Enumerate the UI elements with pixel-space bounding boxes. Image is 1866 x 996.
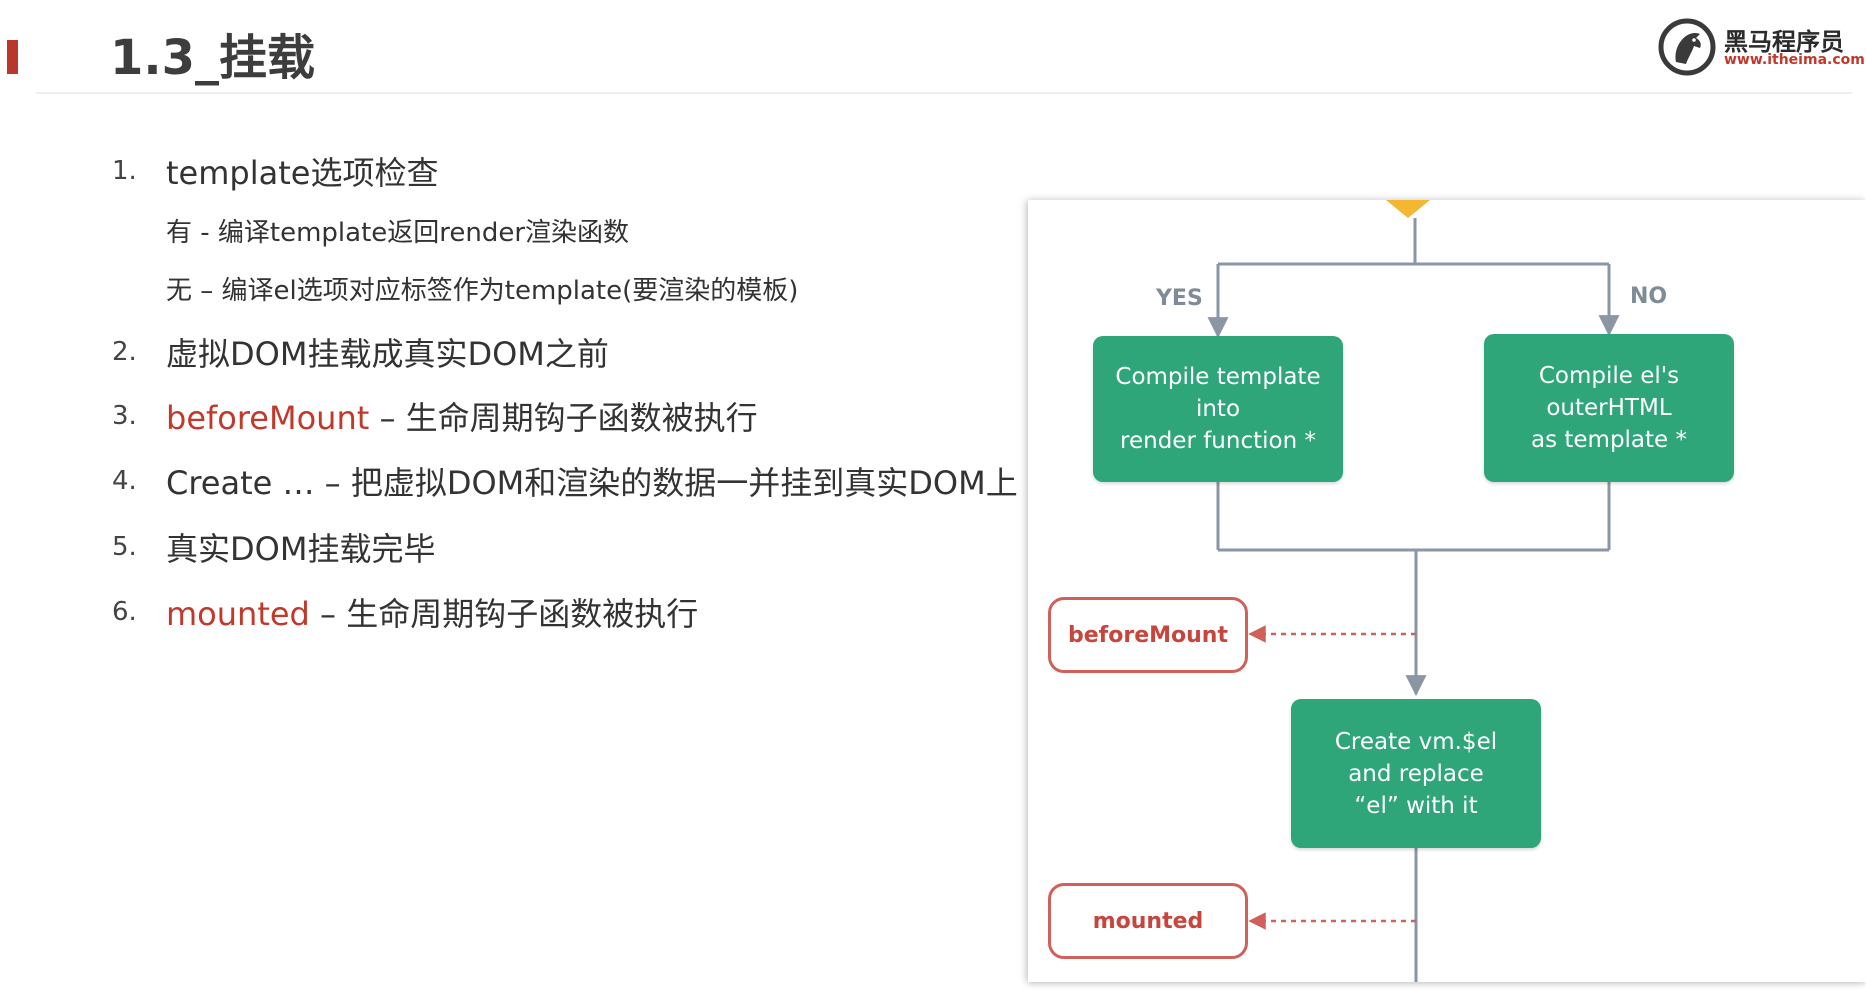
sub-item-has-template: 有 - 编译template返回render渲染函数 [166,218,630,248]
item-text: mounted – 生命周期钩子函数被执行 [166,589,698,635]
item-description: – 生命周期钩子函数被执行 [369,399,758,437]
item-text: template选项检查 [166,154,439,192]
title-accent-bar [7,40,18,74]
hook-beforeMount: beforeMount [1048,597,1248,673]
box-line: as template * [1530,427,1688,453]
item-text: 虚拟DOM挂载成真实DOM之前 [166,335,609,373]
page-title: 1.3_挂载 [110,30,316,86]
no-branch-label: NO [1630,284,1668,309]
item-text: Create … – 把虚拟DOM和渲染的数据一并挂到真实DOM上 [166,464,1018,502]
logo-url: www.itheima.com [1724,52,1865,68]
create-vm-el-box: Create vm.$el and replace “el” with it [1291,699,1541,848]
box-line: Compile el's [1538,363,1680,389]
box-line: into [1195,396,1241,422]
item-text: beforeMount – 生命周期钩子函数被执行 [166,393,758,439]
horse-head-icon [1658,18,1716,76]
box-line: Create vm.$el [1334,728,1498,755]
box-line: “el” with it [1354,792,1478,819]
compile-el-box: Compile el's outerHTML as template * [1484,334,1734,482]
item-number: 5. [112,532,137,562]
box-line: render function * [1120,428,1316,454]
sub-item-no-template: 无 – 编译el选项对应标签作为template(要渲染的模板) [166,276,799,306]
diagram-connectors [1207,200,1620,982]
yes-branch-label: YES [1156,286,1203,311]
hook-mounted: mounted [1048,883,1248,959]
item-number: 4. [112,466,137,496]
compile-template-box: Compile template into render function * [1093,336,1343,482]
box-line: Compile template [1115,364,1321,390]
mount-lifecycle-diagram: YES NO Compile template into render func… [1028,200,1866,982]
keyword-mounted: mounted [166,595,310,633]
item-number: 1. [112,156,137,186]
item-number: 2. [112,337,137,367]
item-number: 6. [112,597,137,627]
logo-brand-name: 黑马程序员 [1724,28,1844,56]
box-line: and replace [1348,760,1484,787]
item-number: 3. [112,401,137,431]
keyword-beforeMount: beforeMount [166,399,370,437]
item-text: 真实DOM挂载完毕 [166,530,436,568]
box-line: outerHTML [1546,395,1672,421]
header-divider [36,92,1852,94]
item-description: – 生命周期钩子函数被执行 [309,595,699,633]
itheima-logo: 黑马程序员 www.itheima.com [1658,18,1865,78]
decision-diamond-tip [1386,200,1430,218]
